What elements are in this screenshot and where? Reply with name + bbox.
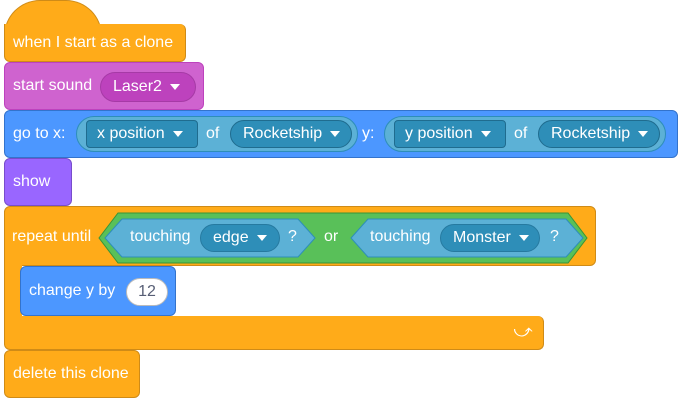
touching-monster-label: touching — [370, 228, 431, 245]
or-label: or — [324, 228, 339, 245]
sound-menu-dropdown[interactable]: Laser2 — [100, 72, 196, 102]
touching-monster-question: ? — [550, 228, 559, 245]
touching-edge-question: ? — [288, 228, 297, 245]
y-attr-box[interactable]: y position — [394, 120, 506, 148]
change-y-by-block[interactable]: change y by — [20, 266, 176, 316]
delete-clone-label: delete this clone — [13, 365, 129, 382]
touching-monster-value: Monster — [453, 229, 511, 246]
dropdown-caret-icon — [169, 84, 180, 90]
loop-arrow-icon: ⤻ — [513, 321, 533, 341]
x-attr-value: x position — [97, 125, 165, 142]
dropdown-caret-icon — [256, 235, 267, 241]
y-sprite-dropdown[interactable]: Rocketship — [538, 120, 660, 148]
dropdown-caret-icon — [330, 131, 341, 137]
touching-edge-value: edge — [213, 229, 249, 246]
dropdown-caret-icon — [172, 131, 183, 137]
repeat-until-left-bar[interactable] — [4, 262, 22, 320]
show-block[interactable]: show — [4, 158, 72, 206]
change-y-value-input[interactable]: 12 — [126, 278, 168, 306]
repeat-until-label: repeat until — [12, 228, 92, 245]
show-label: show — [13, 173, 51, 190]
y-label: y: — [362, 125, 375, 142]
go-to-x-label: go to x: — [13, 125, 66, 142]
x-attr-box[interactable]: x position — [86, 120, 198, 148]
touching-monster-dropdown[interactable]: Monster — [440, 224, 540, 252]
touching-edge-dropdown[interactable]: edge — [200, 224, 280, 252]
change-y-value: 12 — [138, 283, 156, 300]
hat-label: when I start as a clone — [13, 33, 174, 51]
dropdown-caret-icon — [638, 131, 649, 137]
start-sound-label: start sound — [13, 77, 93, 94]
x-sprite-dropdown[interactable]: Rocketship — [230, 120, 352, 148]
y-attr-value: y position — [405, 125, 473, 142]
y-of-label: of — [514, 125, 528, 142]
dropdown-caret-icon — [518, 235, 529, 241]
sound-menu-value: Laser2 — [113, 78, 162, 95]
repeat-until-bottom-arm[interactable] — [4, 316, 544, 350]
dropdown-caret-icon — [480, 131, 491, 137]
change-y-label: change y by — [29, 282, 116, 299]
y-sprite-value: Rocketship — [551, 125, 631, 142]
x-sprite-value: Rocketship — [243, 125, 323, 142]
when-start-as-clone-block[interactable]: when I start as a clone — [4, 24, 186, 62]
touching-edge-label: touching — [130, 228, 191, 245]
delete-this-clone-block[interactable]: delete this clone — [4, 350, 140, 398]
x-of-label: of — [206, 125, 220, 142]
